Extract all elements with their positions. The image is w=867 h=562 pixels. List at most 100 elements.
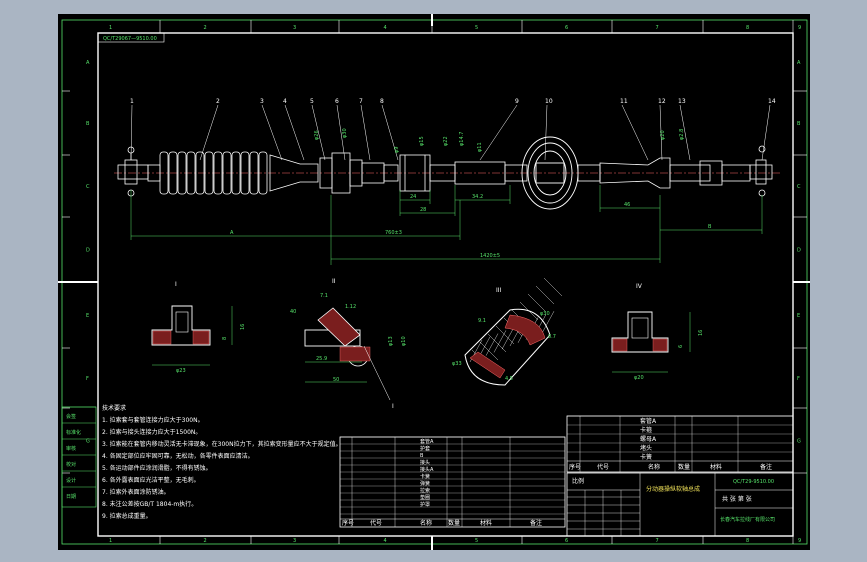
dim-46: 46 (624, 202, 630, 208)
svg-text:6: 6 (678, 345, 684, 348)
svg-text:φ10: φ10 (401, 336, 407, 346)
bom-right-row: 堵头 (640, 444, 652, 452)
zone-row-right: A (797, 60, 801, 66)
part-number: 10 (545, 98, 553, 105)
part-number: 6 (335, 98, 339, 105)
zone-col-bottom: 2 (204, 538, 207, 544)
part-number: 8 (380, 98, 384, 105)
zone-col-top: 4 (384, 25, 387, 31)
bom-mid-row: B (420, 453, 424, 459)
right-tube (577, 157, 751, 189)
zone-col-bottom: 5 (475, 538, 478, 544)
svg-text:8: 8 (222, 337, 228, 340)
left-side-label: 审核 (66, 445, 76, 452)
bom-mid-row: 套管A (420, 438, 434, 445)
svg-text:25.9: 25.9 (316, 356, 327, 362)
part-number: 11 (620, 98, 628, 105)
part-number: 1 (130, 98, 134, 105)
zone-col-bottom: 8 (746, 538, 749, 544)
zone-col-bottom: 9 (798, 538, 801, 544)
bom-mid-header: 数量 (448, 519, 460, 527)
svg-text:φ33: φ33 (452, 361, 462, 367)
tech-req-item: 2. 拉索与接头连接力应大于1500N。 (102, 428, 201, 436)
part-number: 2 (216, 98, 220, 105)
tech-req-item: 8. 未注公差按GB/T 1804-m执行。 (102, 500, 197, 508)
bom-right-header: 代号 (597, 463, 609, 471)
bom-right-row: 卡箍 (640, 426, 652, 434)
dim-phi2-8: φ2.8 (679, 129, 685, 140)
dim-34-2: 34.2 (472, 194, 483, 200)
dim-b: B (708, 224, 712, 230)
svg-text:II: II (332, 278, 336, 285)
dim-phi30: φ30 (342, 128, 348, 138)
bom-right-header: 数量 (678, 463, 690, 471)
bom-mid-row: 接头A (420, 466, 434, 473)
dim-phi22: φ22 (443, 136, 449, 146)
dim-phi20: φ20 (660, 130, 666, 140)
zone-col-top: 1 (109, 25, 112, 31)
dim-1420: 1420±5 (480, 253, 500, 259)
svg-text:IV: IV (636, 283, 643, 290)
zone-row-right: C (797, 184, 801, 190)
tech-req-item: 3. 拉索能在套管内移动灵活无卡滞现象，在300N拉力下，其拉索变形量应不大于规… (102, 440, 342, 448)
zone-row-right: E (797, 313, 800, 319)
part-number: 12 (658, 98, 666, 105)
svg-text:40: 40 (290, 309, 296, 315)
part-number: 13 (678, 98, 686, 105)
tech-req-item: 9. 拉索总成重量。 (102, 512, 152, 520)
bom-mid-row: 护套 (420, 445, 430, 452)
right-end-fitting (749, 145, 773, 197)
dim-760: 760±3 (385, 230, 402, 236)
bom-table-middle: 套管A护套B接头接头A卡簧弹簧拉索垫圈护罩序号代号名称数量材料备注 (339, 436, 566, 528)
svg-text:9.1: 9.1 (478, 318, 486, 324)
zone-row-right: B (797, 121, 801, 127)
drawing-name: 分动器操纵软轴总成 (646, 485, 700, 493)
bom-right-row: 螺母A (640, 435, 657, 443)
tech-req-item: 5. 各运动部件应涂润滑脂，不得有锈蚀。 (102, 464, 212, 472)
zone-col-bottom: 1 (109, 538, 112, 544)
zone-col-top: 7 (656, 25, 659, 31)
zone-row-left: F (86, 376, 89, 382)
left-side-label: 标准化 (66, 429, 81, 436)
stamp-top-left: QC/T29067—9510.00 (103, 36, 157, 42)
zone-row-right: G (797, 439, 801, 445)
dim-a: A (230, 230, 234, 236)
sheet-label: 共 张 第 张 (722, 495, 752, 503)
bom-right-header: 材料 (710, 463, 722, 471)
zone-row-right: D (797, 248, 801, 254)
bom-right-header: 名称 (648, 463, 660, 471)
left-side-label: 设计 (66, 477, 76, 484)
bom-mid-header: 材料 (480, 519, 492, 527)
nut-body (319, 152, 399, 194)
svg-text:φ30: φ30 (540, 311, 550, 317)
svg-text:1.12: 1.12 (345, 304, 356, 310)
bom-mid-row: 垫圈 (420, 494, 430, 501)
section-view-iv: IV φ20 16 6 (611, 283, 704, 381)
zone-col-top: 3 (293, 25, 296, 31)
bom-mid-row: 卡簧 (420, 473, 430, 480)
tech-req-item: 7. 拉索外表面涂防锈油。 (102, 488, 170, 496)
section-view-iii: III 9.1 φ30 φ33 8.7 4.5 (452, 277, 563, 386)
bom-mid-row: 接头 (420, 459, 430, 466)
zone-row-right: F (797, 376, 800, 382)
bom-mid-row: 护罩 (420, 501, 430, 508)
part-number: 5 (310, 98, 314, 105)
sheet-background (58, 14, 810, 550)
bom-mid-header: 序号 (342, 519, 354, 527)
svg-text:8.7: 8.7 (548, 334, 556, 340)
svg-text:16: 16 (240, 324, 246, 330)
outer-tube (429, 161, 528, 185)
dim-28: 28 (420, 207, 426, 213)
bom-right-row: 卡簧 (640, 453, 652, 461)
zone-row-left: G (86, 439, 90, 445)
title-block: 分动器操纵软轴总成 QC/T29-9510.00 长春汽车拉线厂有限公司 比例 … (566, 472, 794, 537)
left-side-label: 校对 (66, 461, 76, 468)
svg-text:16: 16 (698, 330, 704, 336)
svg-text:φ20: φ20 (634, 375, 644, 381)
svg-text:I: I (392, 403, 394, 410)
left-side-label: 日期 (66, 494, 76, 500)
